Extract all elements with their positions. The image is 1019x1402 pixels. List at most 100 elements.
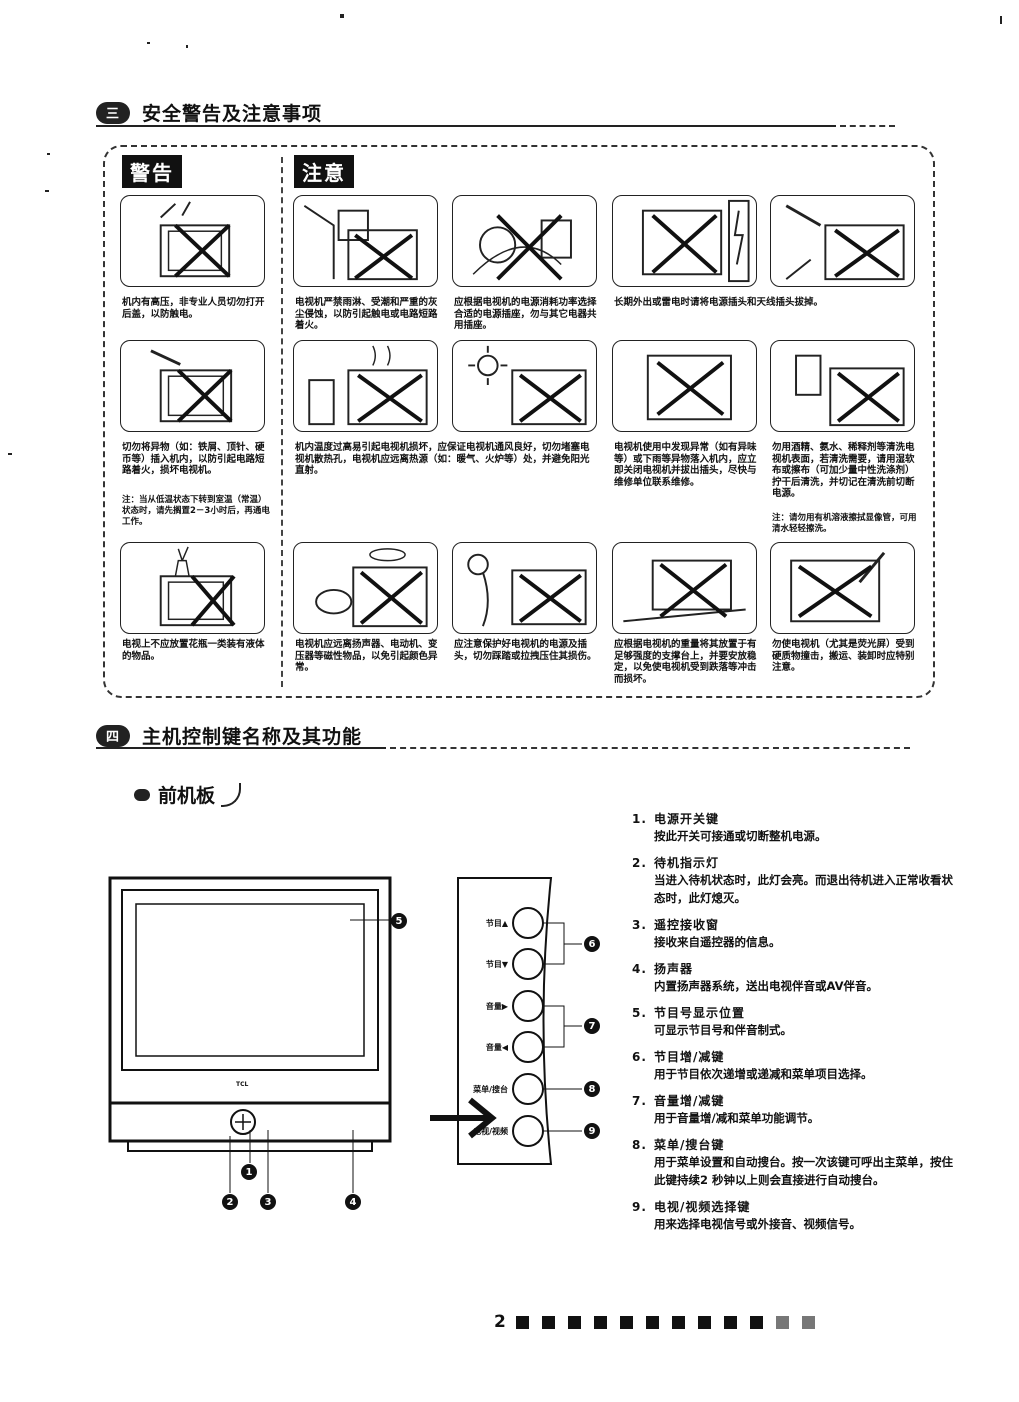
caution-caption: 长期外出或雷电时请将电源插头和天线插头拔掉。 <box>614 297 824 308</box>
caution-tag: 注意 <box>294 155 354 188</box>
column-divider <box>281 157 283 687</box>
footer-square <box>775 1315 789 1329</box>
warning-caption: 切勿将异物（如：铁屑、顶针、硬币等）插入机内，以防引起电路短路着火，损坏电视机。 <box>122 442 265 476</box>
footer-square <box>567 1315 581 1329</box>
button-label-volume-up: 音量▶ <box>485 1002 508 1011</box>
footer-square <box>515 1315 529 1329</box>
caution-illustration-heat-source <box>293 340 438 432</box>
function-item: 7.音量增/减键 用于音量增/减和菜单功能调节。 <box>632 1092 962 1127</box>
function-number: 2. <box>632 856 647 870</box>
warning-illustration-high-voltage <box>120 195 265 287</box>
footer-square <box>541 1315 555 1329</box>
function-name: 音量增/减键 <box>654 1094 725 1108</box>
function-item: 4.扬声器 内置扬声器系统，送出电视伴音或AV伴音。 <box>632 960 962 995</box>
function-description: 内置扬声器系统，送出电视伴音或AV伴音。 <box>654 979 879 993</box>
caution-illustration-unplug <box>770 195 915 287</box>
function-heading: 2. 待机指示灯 <box>632 854 962 871</box>
caution-illustration-rain <box>293 195 438 287</box>
scan-speck <box>340 14 344 18</box>
callout-5: 5 <box>391 913 407 929</box>
function-name: 电视/视频选择键 <box>654 1200 751 1214</box>
callout-7: 7 <box>584 1018 600 1034</box>
function-name: 遥控接收窗 <box>654 918 720 932</box>
callout-3: 3 <box>260 1194 276 1210</box>
page-number: 2 <box>494 1312 506 1332</box>
function-heading: 4.扬声器 <box>632 960 962 977</box>
function-item: 1. 电源开关键 按此开关可接通或切断整机电源。 <box>632 810 962 845</box>
callout-1: 1 <box>241 1164 257 1180</box>
caution-caption: 机内温度过高易引起电视机损坏，应保证电视机通风良好，切勿堵塞电视机散热孔，电视机… <box>295 442 590 476</box>
function-item: 2. 待机指示灯 当进入待机状态时，此灯会亮。而退出待机进入正常收看状态时，此灯熄… <box>632 854 962 907</box>
button-label-menu-search: 菜单/搜台 <box>473 1085 508 1094</box>
scan-speck <box>186 45 188 48</box>
callout-2: 2 <box>222 1194 238 1210</box>
footer-square <box>645 1315 659 1329</box>
function-item: 6. 节目增/减键 用于节目依次递增或递减和菜单项目选择。 <box>632 1048 962 1083</box>
function-item: 9.电视/视频选择键 用来选择电视信号或外接音、视频信号。 <box>632 1198 962 1233</box>
caution-caption: 电视机使用中发现异常（如有异味等）或下雨等异物落入机内，应立即关闭电视机并拔出插… <box>614 442 757 488</box>
section-title-text: 主机控制键名称及其功能 <box>142 726 363 748</box>
caution-illustration-lightning <box>612 195 757 287</box>
callout-8: 8 <box>584 1081 600 1097</box>
function-description: 用于节目依次递增或递减和菜单项目选择。 <box>654 1067 873 1081</box>
page-footer: 2 <box>494 1312 828 1332</box>
scan-speck <box>147 42 150 44</box>
function-item: 8.菜单/搜台键 用于菜单设置和自动搜台。按一次该键可呼出主菜单，按住此键持续2… <box>632 1136 962 1189</box>
footer-square <box>723 1315 737 1329</box>
callout-4: 4 <box>345 1194 361 1210</box>
function-name: 菜单/搜台键 <box>654 1138 725 1152</box>
warning-note: 注：当从低温状态下转到室温（常温）状态时，请先搁置2－3小时后，再通电工作。 <box>122 495 270 527</box>
button-label-tv-video: 电视/视频 <box>473 1127 508 1136</box>
function-number: 8. <box>632 1138 647 1152</box>
scan-speck <box>8 453 12 455</box>
section-number-badge: 四 <box>96 724 130 747</box>
button-label-channel-up: 节目▲ <box>485 919 508 928</box>
function-number: 6. <box>632 1050 647 1064</box>
scan-speck <box>47 153 50 155</box>
function-description: 按此开关可接通或切断整机电源。 <box>654 829 827 843</box>
function-item: 5.节目号显示位置 可显示节目号和伴音制式。 <box>632 1004 962 1039</box>
warning-caption: 机内有高压，非专业人员切勿打开后盖，以防触电。 <box>122 297 265 320</box>
function-heading: 9. 电视/视频选择键 <box>632 1198 962 1215</box>
callout-9: 9 <box>584 1123 600 1139</box>
arrow-bullet-icon <box>134 788 150 801</box>
button-label-volume-down: 音量◀ <box>485 1043 508 1052</box>
function-name: 节目号显示位置 <box>654 1006 746 1020</box>
callout-6: 6 <box>584 936 600 952</box>
scan-speck <box>1000 16 1002 24</box>
function-heading: 3.遥控接收窗 <box>632 916 962 933</box>
footer-square <box>801 1315 815 1329</box>
function-number: 9. <box>632 1200 647 1214</box>
footer-square <box>671 1315 685 1329</box>
function-heading: 5.节目号显示位置 <box>632 1004 962 1021</box>
caution-caption: 勿用酒精、氨水、稀释剂等清洗电视机表面，若清洗需要，请用湿软布或擦布（可加少量中… <box>772 442 915 499</box>
footer-square <box>749 1315 763 1329</box>
warning-caption: 电视上不应放置花瓶一类装有液体的物品。 <box>122 639 265 662</box>
function-description: 当进入待机状态时，此灯会亮。而退出待机进入正常收看状态时，此灯熄灭。 <box>654 873 953 905</box>
function-number: 4. <box>632 962 647 976</box>
caution-caption: 应根据电视机的电源消耗功率选择合适的电源插座，勿与其它电器共用插座。 <box>454 297 597 331</box>
function-number: 7. <box>632 1094 647 1108</box>
caution-note: 注：请勿用有机溶液擦拭显像管，可用清水轻轻擦洗。 <box>772 513 917 534</box>
footer-square <box>593 1315 607 1329</box>
section-title-text: 安全警告及注意事项 <box>142 103 323 125</box>
warning-illustration-vase <box>120 542 265 634</box>
warning-illustration-foreign-objects <box>120 340 265 432</box>
function-name: 电源开关键 <box>654 812 720 826</box>
function-number: 1. <box>632 812 647 826</box>
function-name: 节目增/减键 <box>654 1050 725 1064</box>
section-rule <box>96 125 836 127</box>
scan-speck <box>45 190 49 192</box>
section-rule <box>96 747 386 749</box>
footer-square <box>619 1315 633 1329</box>
tv-brand-label: TCL <box>236 1081 249 1088</box>
caution-caption: 应根据电视机的重量将其放置于有足够强度的支撑台上，并要安放稳定，以免使电视机受到… <box>614 639 757 685</box>
function-description: 可显示节目号和伴音制式。 <box>654 1023 792 1037</box>
function-name: 待机指示灯 <box>654 856 720 870</box>
section-number-badge: 三 <box>96 101 130 124</box>
caution-illustration-cleaning <box>770 340 915 432</box>
safety-box <box>103 145 935 698</box>
front-panel-heading: 前机板 <box>134 781 242 808</box>
button-label-channel-down: 节目▼ <box>485 960 508 969</box>
caution-illustration-socket <box>452 195 597 287</box>
